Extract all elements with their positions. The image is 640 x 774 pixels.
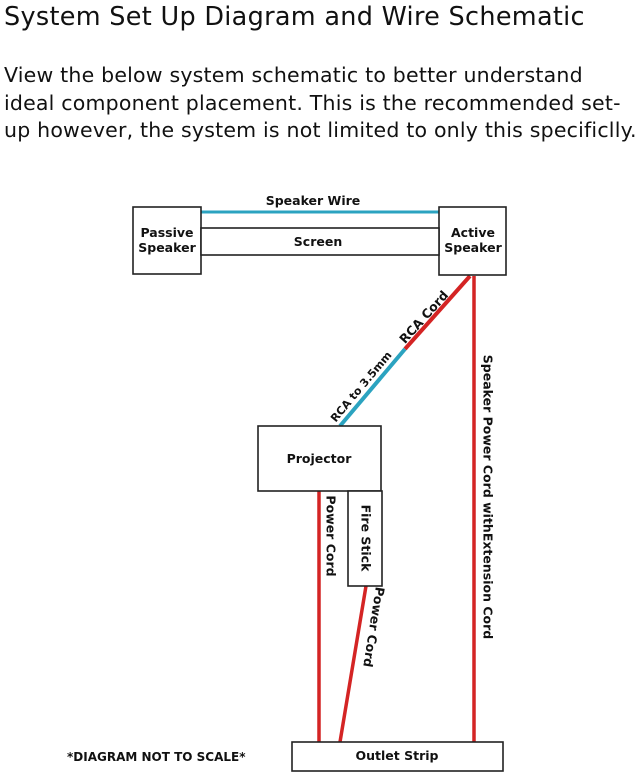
firestick-box (347, 490, 383, 587)
screen-box (200, 227, 440, 256)
firestick-label: Fire Stick (359, 505, 374, 572)
projector-label: Projector (287, 451, 353, 466)
passive-speaker-box (132, 206, 202, 275)
screen-label: Screen (294, 234, 342, 249)
active-speaker-label-line1: Active (451, 225, 495, 240)
projector-box (257, 425, 382, 492)
passive-speaker-label-line1: Passive (140, 225, 193, 240)
rca-cord-label: RCA Cord (396, 288, 451, 347)
not-to-scale-note: *DIAGRAM NOT TO SCALE* (67, 750, 246, 764)
page-title: System Set Up Diagram and Wire Schematic (4, 2, 585, 32)
passive-speaker-label-line2: Speaker (138, 240, 196, 255)
outlet-strip-box (291, 741, 504, 772)
rca-cord-line (403, 274, 472, 351)
outlet-strip-label: Outlet Strip (356, 748, 439, 763)
intro-paragraph: View the below system schematic to bette… (4, 63, 637, 142)
firestick-power-cord-line (338, 585, 368, 743)
speaker-power-cord-label: Speaker Power Cord withExtension Cord (481, 355, 496, 639)
projector-power-cord-label: Power Cord (324, 495, 339, 576)
speaker-wire-label: Speaker Wire (266, 193, 361, 208)
rca-to-35mm-label: RCA to 3.5mm (328, 349, 394, 425)
rca-to-35mm-line (338, 347, 407, 428)
active-speaker-label-line2: Speaker (444, 240, 502, 255)
